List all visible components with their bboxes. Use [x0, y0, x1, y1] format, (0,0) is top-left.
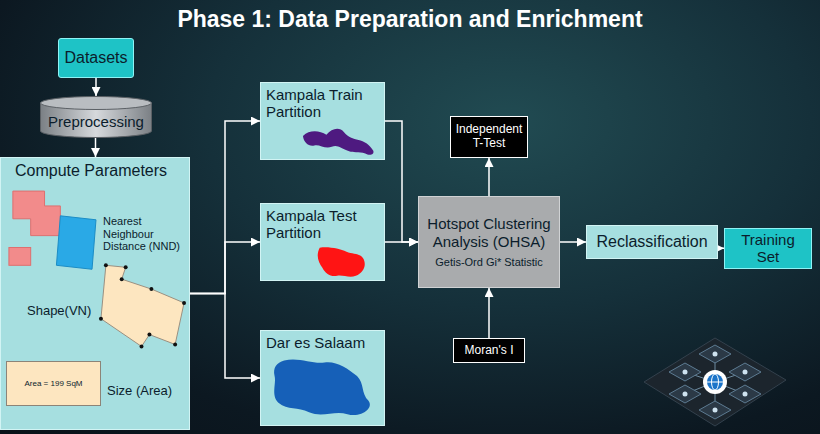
cylinder-top [41, 97, 152, 110]
flow-arrow [385, 121, 418, 242]
vertex-dots [99, 263, 186, 348]
globe-equator [707, 382, 723, 383]
node-label: Preprocessing [48, 113, 144, 130]
area-rectangle: Area = 199 SqM [6, 361, 101, 406]
icon-tiles [669, 345, 761, 419]
region-shape [303, 128, 374, 154]
region-map [265, 354, 380, 423]
partition-box: Dar es Salaam [260, 330, 385, 426]
building-shape [101, 265, 184, 346]
database-cylinder: Preprocessing [40, 96, 152, 138]
flow-arrow [95, 138, 97, 157]
globe [707, 374, 723, 390]
partition-box: Kampala Train Partition [260, 82, 385, 160]
node-label: Compute Parameters [15, 162, 187, 180]
node-label: Kampala Train Partition [266, 86, 379, 121]
flow-arrow [95, 78, 97, 96]
node-label: Area = 199 SqM [24, 379, 82, 388]
analysis-box: Hotspot Clustering Analysis (OHSA) Getis-… [418, 196, 560, 288]
parameter-panel: Compute ParametersNearest Neighbour Dist… [0, 157, 190, 430]
node-label: Dar es Salaam [266, 334, 365, 351]
node-label: Datasets [64, 49, 127, 67]
building-footprint [13, 191, 60, 236]
icon-glyphs [683, 352, 748, 413]
flow-arrow [190, 294, 260, 379]
flow-arrow [560, 241, 586, 243]
node-label: Independent T-Test [455, 123, 523, 151]
flow-arrow [488, 158, 490, 196]
node-label: Kampala Test Partition [266, 207, 379, 242]
flow-arrow [385, 241, 418, 243]
test-box: Independent T-Test [450, 116, 528, 158]
node-sublabel: Getis-Ord Gi* Statistic [435, 256, 543, 269]
node-sublabel: Nearest Neighbour Distance (NND) [103, 215, 189, 253]
statistic-box: Moran's I [453, 338, 525, 363]
process-box: Reclassification [586, 225, 718, 259]
node-sublabel: Size (Area) [107, 384, 187, 399]
region-shape [274, 360, 370, 416]
partition-box: Kampala Test Partition [260, 203, 385, 281]
region-map [265, 124, 380, 158]
flow-arrow [190, 121, 260, 294]
output-box: Training Set [724, 228, 812, 269]
data-source-box: Datasets [58, 38, 134, 78]
flow-arrow [190, 242, 260, 294]
node-label: Reclassification [596, 233, 707, 251]
node-sublabel: Shape(VN) [27, 304, 101, 319]
node-label: Training Set [728, 231, 808, 266]
globe-ring [703, 370, 727, 394]
network-icon [640, 334, 790, 430]
flow-arrow [488, 288, 490, 338]
region-shape [318, 247, 365, 276]
region-map [265, 245, 380, 279]
building-footprint [9, 247, 31, 265]
node-label: Moran's I [465, 344, 514, 358]
building-footprint [56, 216, 96, 269]
icon-base [644, 338, 786, 426]
diagram-title: Phase 1: Data Preparation and Enrichment [0, 5, 820, 33]
node-label: Hotspot Clustering Analysis (OHSA) [423, 215, 555, 250]
